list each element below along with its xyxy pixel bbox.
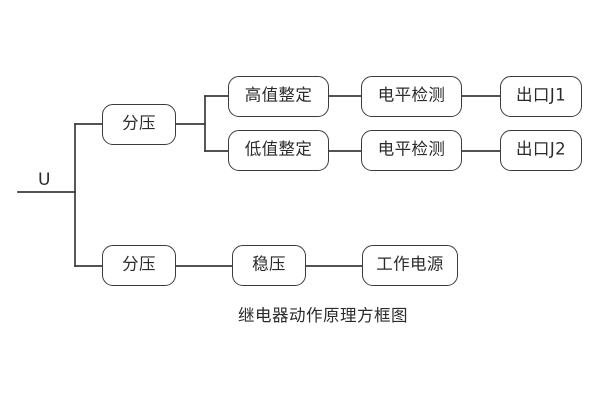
source-voltage-label: U (38, 170, 51, 190)
block-label: 电平检测 (377, 85, 446, 105)
block-divider-top[interactable]: 分压 (102, 104, 176, 145)
block-level-detect-1[interactable]: 电平检测 (361, 76, 462, 117)
block-label: 工作电源 (376, 254, 444, 274)
block-output-j2[interactable]: 出口J2 (500, 130, 582, 171)
block-regulator[interactable]: 稳压 (232, 245, 306, 286)
block-level-detect-2[interactable]: 电平检测 (361, 130, 462, 171)
block-label: 稳压 (252, 254, 286, 274)
block-high-set[interactable]: 高值整定 (228, 76, 329, 117)
block-label: 电平检测 (377, 139, 446, 159)
block-label: 出口J2 (516, 139, 566, 159)
block-label: 低值整定 (244, 139, 313, 159)
block-label: 出口J1 (516, 85, 566, 105)
block-label: 分压 (122, 113, 156, 133)
block-output-j1[interactable]: 出口J1 (500, 76, 582, 117)
block-work-supply[interactable]: 工作电源 (362, 245, 458, 286)
block-label: 高值整定 (244, 85, 313, 105)
block-divider-bottom[interactable]: 分压 (102, 245, 176, 286)
block-low-set[interactable]: 低值整定 (228, 130, 329, 171)
block-label: 分压 (122, 254, 156, 274)
figure-caption: 继电器动作原理方框图 (238, 306, 408, 325)
